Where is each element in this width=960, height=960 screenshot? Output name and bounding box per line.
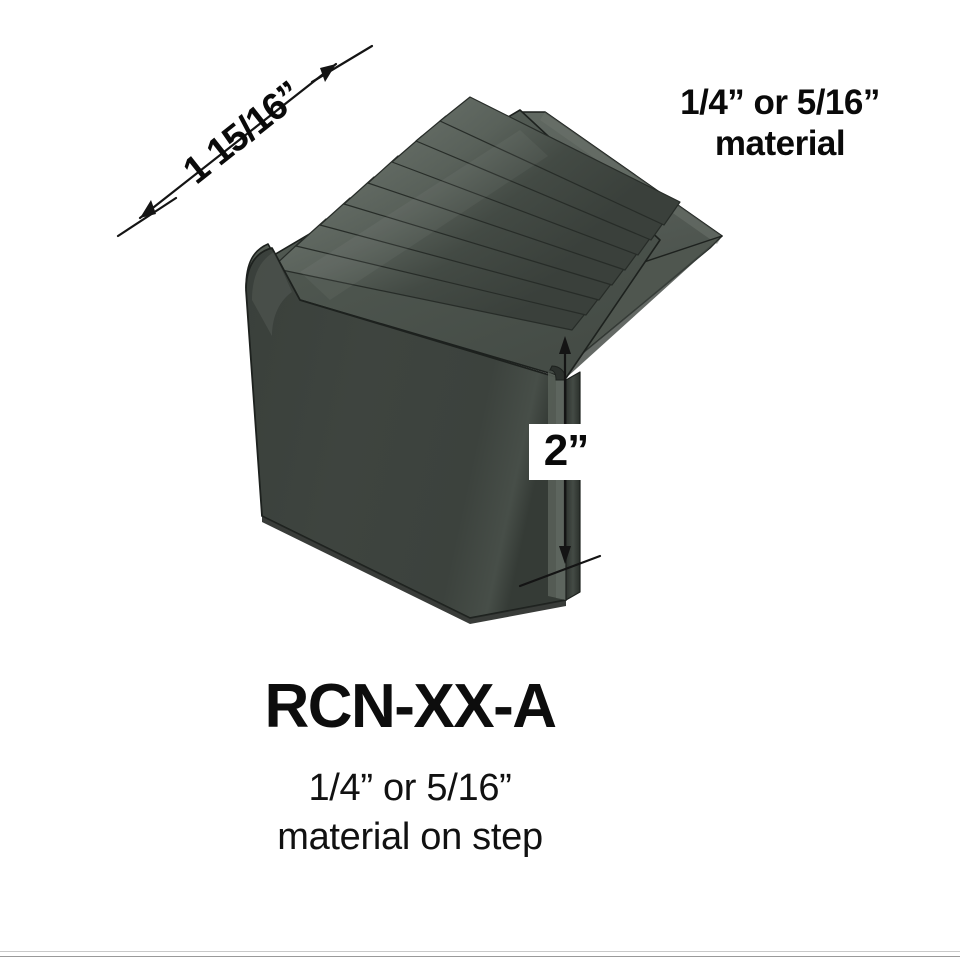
material-callout-line-1: 1/4” or 5/16” bbox=[680, 83, 880, 122]
product-caption-text: 1/4” or 5/16” material on step bbox=[110, 764, 710, 861]
product-caption: RCN-XX-A 1/4” or 5/16” material on step bbox=[110, 676, 710, 861]
footer-divider-shadow bbox=[0, 956, 960, 957]
material-callout-line-2: material bbox=[714, 124, 846, 164]
height-dimension-label: 2” bbox=[529, 424, 603, 480]
dimension-depth bbox=[116, 44, 374, 238]
product-caption-line-2: material on step bbox=[277, 815, 543, 858]
product-model-code: RCN-XX-A bbox=[264, 672, 557, 741]
material-callout: 1/4” or 5/16” material bbox=[620, 82, 940, 165]
step-plate bbox=[560, 236, 722, 378]
footer-divider bbox=[0, 951, 960, 952]
product-caption-line-1: 1/4” or 5/16” bbox=[308, 767, 512, 809]
front-face bbox=[245, 247, 567, 624]
tread-surface bbox=[261, 96, 681, 379]
corner-notch bbox=[549, 365, 567, 381]
tread-grooves bbox=[271, 96, 681, 331]
